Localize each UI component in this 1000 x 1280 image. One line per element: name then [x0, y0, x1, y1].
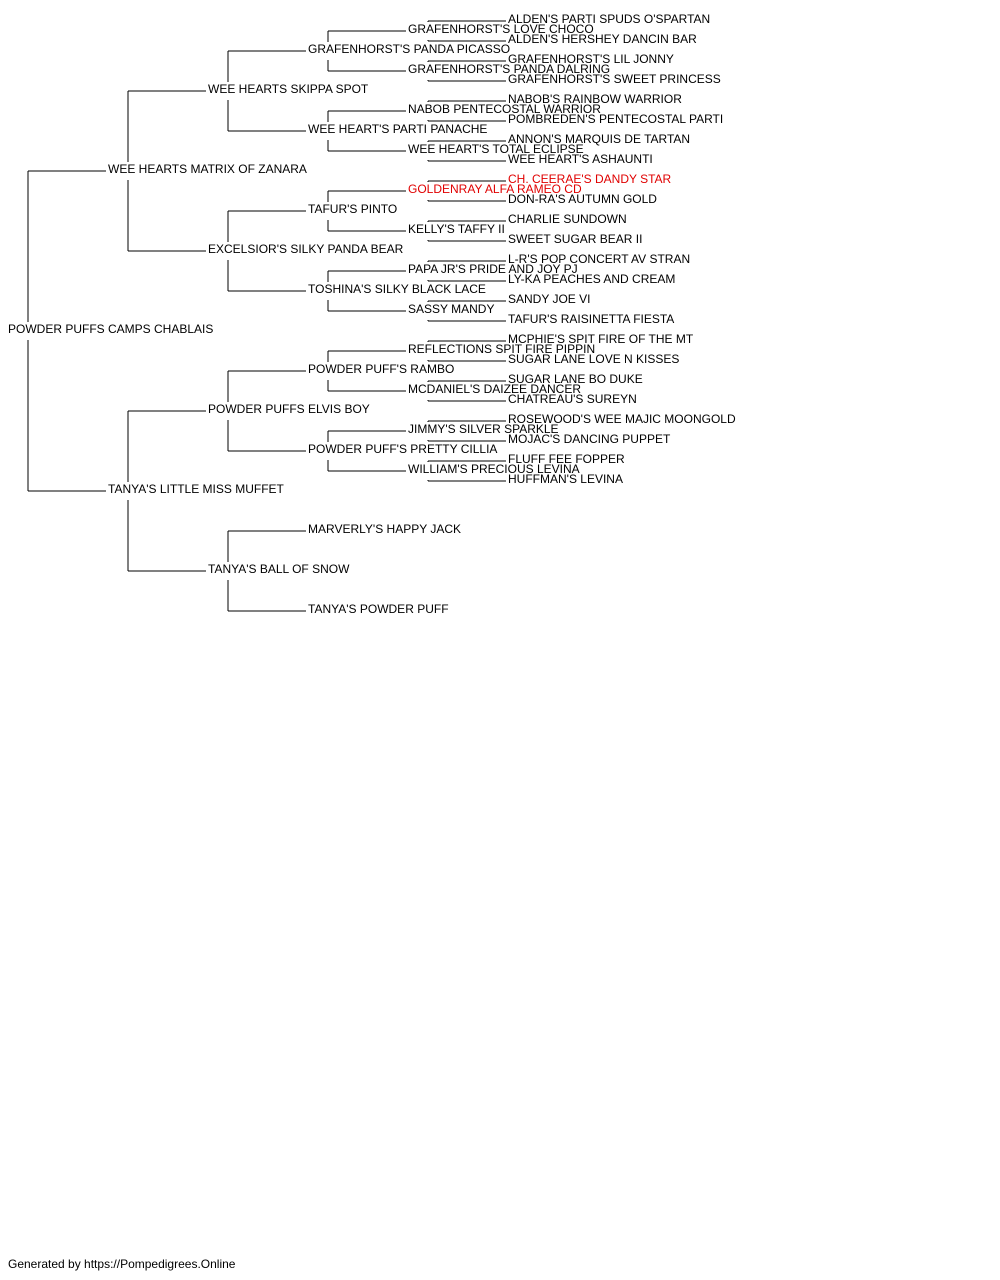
dog-name-gen5: HUFFMAN'S LEVINA — [508, 472, 623, 486]
dog-name-gen5: WEE HEART'S ASHAUNTI — [508, 152, 653, 166]
dog-name-gen5: GRAFENHORST'S LIL JONNY — [508, 52, 674, 66]
pedigree-tree: POWDER PUFFS CAMPS CHABLAIS WEE HEARTS MA… — [8, 12, 736, 616]
dog-name-gen5: DON-RA'S AUTUMN GOLD — [508, 192, 657, 206]
dog-name-gen2: EXCELSIOR'S SILKY PANDA BEAR — [208, 242, 404, 256]
dog-name-gen2: WEE HEARTS SKIPPA SPOT — [208, 82, 369, 96]
dog-name-gen4: NABOB PENTECOSTAL WARRIOR — [408, 102, 601, 116]
footer-credit: Generated by https://Pompedigrees.Online — [8, 1257, 236, 1271]
dog-name-gen2: POWDER PUFFS ELVIS BOY — [208, 402, 370, 416]
dog-name-gen1: TANYA'S LITTLE MISS MUFFET — [108, 482, 285, 496]
dog-name-gen3: WEE HEART'S PARTI PANACHE — [308, 122, 487, 136]
dog-name-gen5: ROSEWOOD'S WEE MAJIC MOONGOLD — [508, 412, 736, 426]
dog-name-gen5: CHATREAU'S SUREYN — [508, 392, 637, 406]
dog-name-gen5: SUGAR LANE LOVE N KISSES — [508, 352, 679, 366]
dog-name-gen3: MARVERLY'S HAPPY JACK — [308, 522, 461, 536]
dog-name-gen4: GRAFENHORST'S LOVE CHOCO — [408, 22, 594, 36]
dog-name-gen3: POWDER PUFF'S RAMBO — [308, 362, 454, 376]
dog-name-gen4: WILLIAM'S PRECIOUS LEVINA — [408, 462, 580, 476]
dog-name-gen5: SANDY JOE VI — [508, 292, 590, 306]
dog-name-gen4: PAPA JR'S PRIDE AND JOY PJ — [408, 262, 578, 276]
dog-name-gen5: POMBREDEN'S PENTECOSTAL PARTI — [508, 112, 723, 126]
dog-name-gen5: NABOB'S RAINBOW WARRIOR — [508, 92, 682, 106]
dog-name-gen5: ANNON'S MARQUIS DE TARTAN — [508, 132, 690, 146]
dog-name-gen3: TANYA'S POWDER PUFF — [308, 602, 449, 616]
dog-name-gen0: POWDER PUFFS CAMPS CHABLAIS — [8, 322, 213, 336]
dog-name-gen5: SUGAR LANE BO DUKE — [508, 372, 643, 386]
dog-name-gen5: CHARLIE SUNDOWN — [508, 212, 627, 226]
dog-name-gen1: WEE HEARTS MATRIX OF ZANARA — [108, 162, 307, 176]
dog-name-gen4: KELLY'S TAFFY II — [408, 222, 505, 236]
dog-name-gen4: JIMMY'S SILVER SPARKLE — [408, 422, 559, 436]
dog-name-gen5: TAFUR'S RAISINETTA FIESTA — [508, 312, 674, 326]
dog-name-gen4: SASSY MANDY — [408, 302, 494, 316]
dog-name-gen3: POWDER PUFF'S PRETTY CILLIA — [308, 442, 497, 456]
dog-name-gen4: GRAFENHORST'S PANDA DALRING — [408, 62, 610, 76]
dog-name-gen5: ALDEN'S HERSHEY DANCIN BAR — [508, 32, 697, 46]
dog-name-gen5: MOJAC'S DANCING PUPPET — [508, 432, 671, 446]
dog-name-gen5: SWEET SUGAR BEAR II — [508, 232, 642, 246]
dog-name-gen5: GRAFENHORST'S SWEET PRINCESS — [508, 72, 721, 86]
dog-name-gen5: MCPHIE'S SPIT FIRE OF THE MT — [508, 332, 694, 346]
dog-name-gen5: LY-KA PEACHES AND CREAM — [508, 272, 675, 286]
dog-name-gen4: MCDANIEL'S DAIZEE DANCER — [408, 382, 581, 396]
dog-name-gen3: GRAFENHORST'S PANDA PICASSO — [308, 42, 510, 56]
dog-name-gen5: FLUFF FEE FOPPER — [508, 452, 625, 466]
dog-name-gen5: CH. CEERAE'S DANDY STAR — [508, 172, 672, 186]
dog-name-gen5: ALDEN'S PARTI SPUDS O'SPARTAN — [508, 12, 710, 26]
dog-name-gen3: TOSHINA'S SILKY BLACK LACE — [308, 282, 486, 296]
dog-name-gen4: REFLECTIONS SPIT FIRE PIPPIN — [408, 342, 595, 356]
dog-name-gen5: L-R'S POP CONCERT AV STRAN — [508, 252, 690, 266]
dog-name-gen2: TANYA'S BALL OF SNOW — [208, 562, 350, 576]
dog-name-gen3: TAFUR'S PINTO — [308, 202, 397, 216]
dog-name-gen4: WEE HEART'S TOTAL ECLIPSE — [408, 142, 584, 156]
dog-name-gen4: GOLDENRAY ALFA RAMEO CD — [408, 182, 582, 196]
